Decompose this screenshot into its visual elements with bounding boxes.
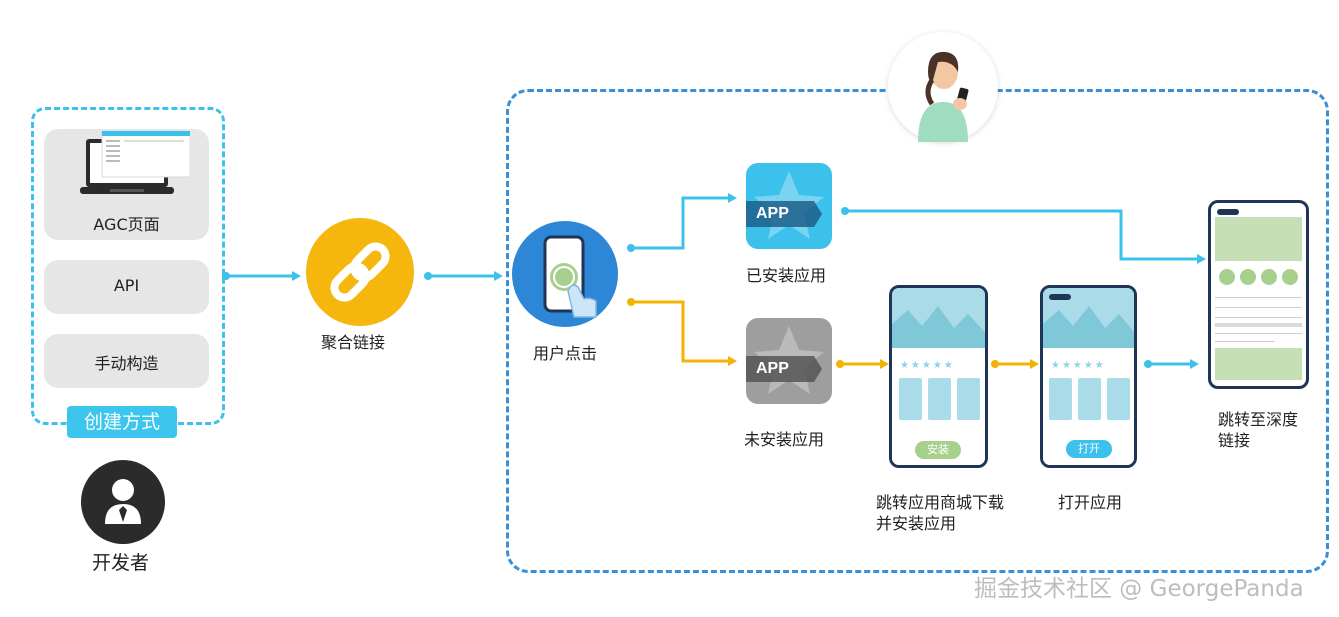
arrow-user-to-installed [627,193,737,252]
api-label: API [113,276,140,295]
arrow-not-installed-to-store [836,359,889,369]
open-app-label: 打开应用 [1058,493,1123,512]
deeplink-label-line2: 链接 [1218,431,1251,450]
arrow-installed-to-deeplink [841,207,1206,264]
link-chain-icon [306,218,414,326]
open-app-phone: ★★★★★ 打开 [1040,285,1137,468]
manual-construct-card[interactable]: 手动构造 [44,334,209,388]
not-installed-label: 未安装应用 [744,430,825,449]
arrow-creation-to-link [222,271,301,281]
rating-stars: ★★★★★ [900,360,955,371]
phone-tap-icon [512,221,618,327]
installed-label: 已安装应用 [746,266,827,285]
deeplink-phone [1208,200,1309,389]
deeplink-label-line1: 跳转至深度 [1218,410,1299,429]
laptop-icon [80,131,190,194]
developer-label: 开发者 [92,552,150,574]
arrow-open-to-deeplink [1144,359,1199,369]
developer-avatar-icon [81,460,165,544]
not-installed-app-tag: APP [756,360,789,377]
watermark: 掘金技术社区 @ GeorgePanda [974,576,1304,602]
arrow-store-to-open [991,359,1039,369]
user-avatar-icon [888,32,998,142]
installed-app-tag: APP [756,205,789,222]
manual-construct-label: 手动构造 [94,354,159,373]
install-button[interactable]: 安装 [915,441,961,459]
store-label-line1: 跳转应用商城下载 [876,493,1005,512]
arrow-user-to-not-installed [627,298,737,366]
agc-page-card[interactable]: AGC页面 [44,129,209,240]
api-card[interactable]: API [44,260,209,314]
store-label-line2: 并安装应用 [876,514,957,533]
agc-page-label: AGC页面 [93,215,160,234]
rating-stars: ★★★★★ [1051,360,1106,371]
open-button[interactable]: 打开 [1066,440,1112,458]
creation-method-badge: 创建方式 [67,406,177,438]
installed-app-icon: APP [746,163,832,249]
not-installed-app-icon: APP [746,318,832,404]
app-store-phone: ★★★★★ 安装 [889,285,988,468]
aggregate-link-label: 聚合链接 [321,333,386,352]
arrow-link-to-user [424,271,503,281]
user-click-label: 用户点击 [533,344,598,363]
